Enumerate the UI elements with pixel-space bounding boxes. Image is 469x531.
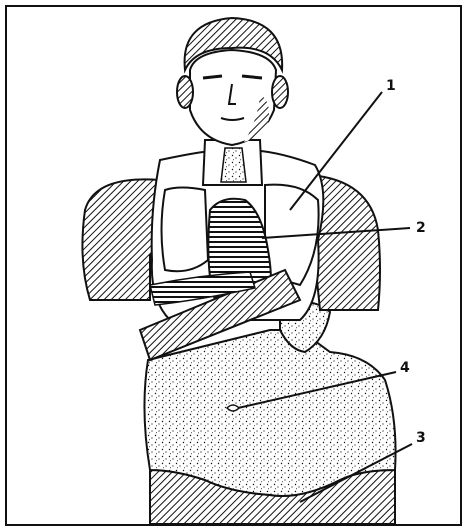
left-ear [177, 76, 193, 108]
label-2: 2 [416, 220, 426, 236]
left-arm [82, 179, 160, 300]
navel [227, 405, 239, 411]
trachea [221, 148, 246, 182]
left-eyebrow [203, 76, 222, 78]
label-3: 3 [416, 430, 426, 446]
left-lung [162, 188, 209, 272]
right-ear [272, 76, 288, 108]
label-4: 4 [400, 360, 410, 376]
label-1: 1 [386, 78, 396, 94]
right-eyebrow [242, 76, 262, 78]
